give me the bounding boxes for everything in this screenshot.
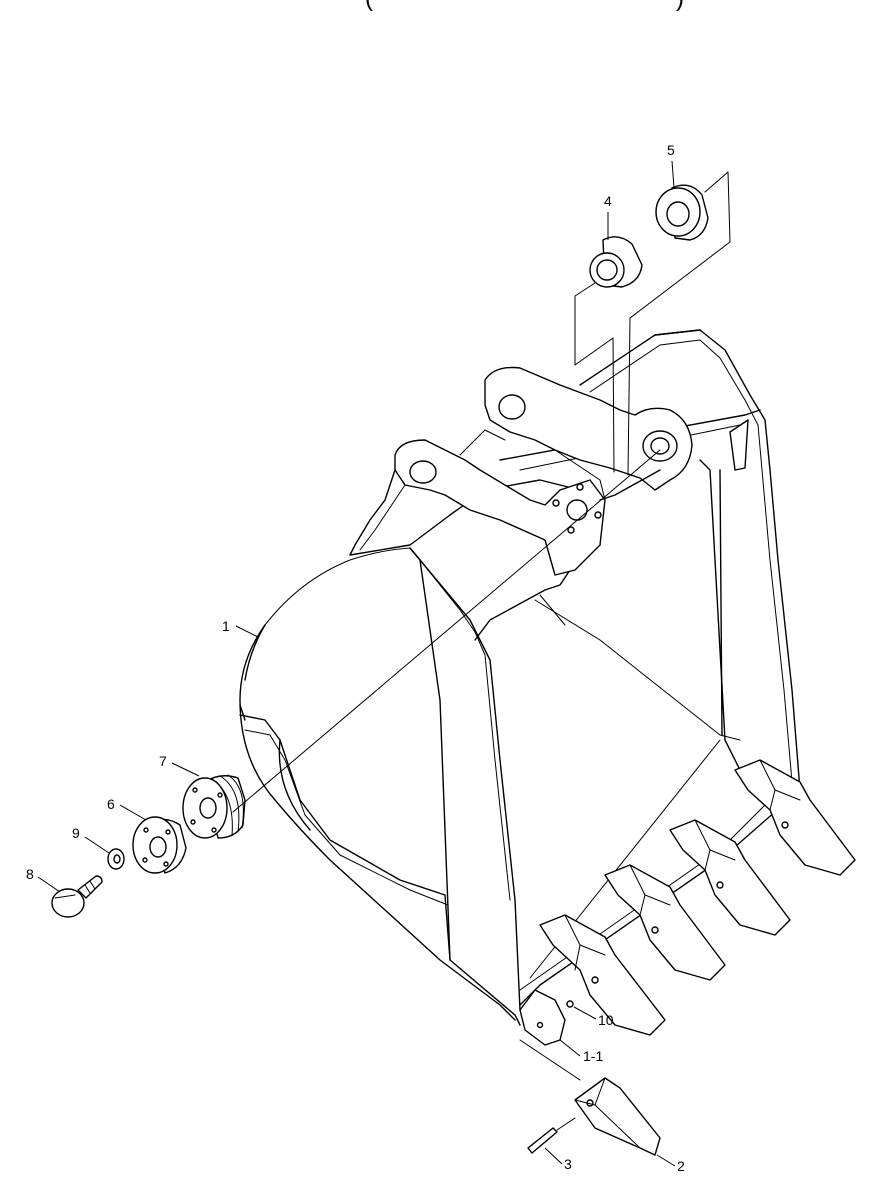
assembly-line-pin [556,1117,576,1131]
callout-label-6: 6 [107,796,115,812]
callout-10: 10 [573,1006,614,1028]
header-right-paren: ) [676,0,684,12]
callout-8: 8 [26,866,61,893]
callout-3: 3 [544,1147,572,1172]
bucket-brackets [349,366,693,576]
tooth-3 [604,864,726,981]
callout-7: 7 [159,753,200,777]
bushing-4 [589,236,643,288]
assembly-line-bushing-5 [627,171,731,476]
callout-2: 2 [656,1154,685,1174]
washer-9 [107,848,125,870]
header-left-paren: ( [365,0,373,12]
tooth-2 [669,819,791,936]
corner-adapter [519,989,566,1046]
callout-1: 1 [222,618,259,638]
bolt-8 [51,875,103,918]
tooth-1 [734,759,856,876]
callout-label-3: 3 [564,1156,572,1172]
assembly-line-tooth [519,1039,581,1081]
callout-label-9: 9 [72,825,80,841]
plate-6 [132,816,187,874]
callout-4: 4 [604,193,612,240]
tooth-4 [539,914,666,1036]
callout-1-1: 1-1 [559,1039,603,1064]
bucket-teeth [519,759,856,1046]
tooth-pin [527,1127,558,1154]
pin-axis-line [232,449,661,813]
callout-label-8: 8 [26,866,34,882]
callout-label-5: 5 [667,142,675,158]
pin-10-icon [566,1000,574,1008]
callout-label-2: 2 [677,1158,685,1174]
callout-label-1-1: 1-1 [583,1048,603,1064]
callout-9: 9 [72,825,110,854]
callout-label-4: 4 [604,193,612,209]
assembly-line-bushing-4 [574,282,615,473]
callout-label-7: 7 [159,753,167,769]
bushing-5 [655,184,709,241]
callout-label-10: 10 [598,1012,614,1028]
callout-5: 5 [667,142,675,189]
shim-assembly-7 [182,774,246,839]
callout-6: 6 [107,796,147,821]
callout-label-1: 1 [222,618,230,634]
assembly-line-bushing-5b [704,171,729,193]
loose-tooth [574,1077,661,1156]
